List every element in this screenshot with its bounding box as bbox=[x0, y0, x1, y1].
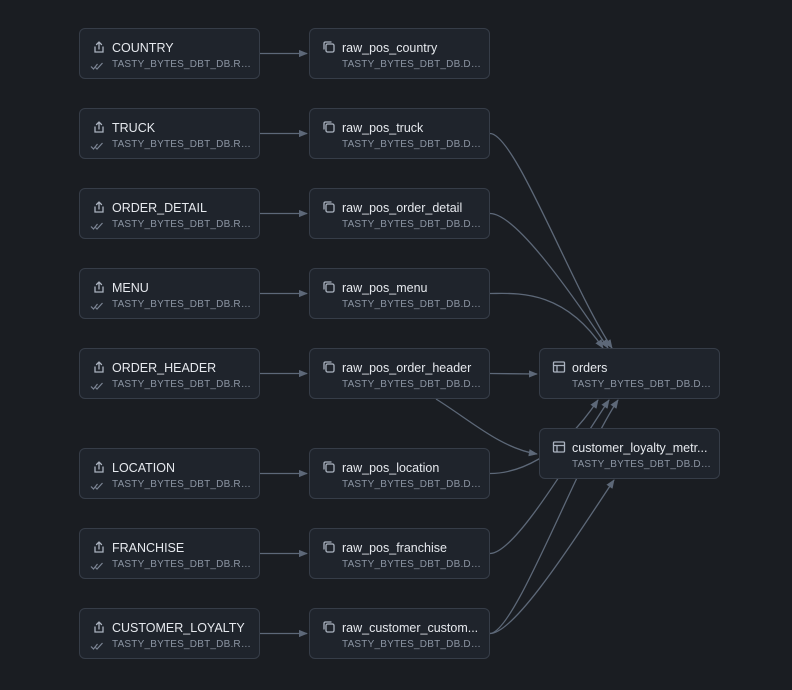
node-title: FRANCHISE bbox=[112, 541, 185, 555]
source-upload-icon bbox=[92, 120, 106, 134]
double-check-icon bbox=[90, 479, 104, 491]
node-database: TASTY_BYTES_DBT_DB.DEV bbox=[342, 59, 481, 70]
node-database: TASTY_BYTES_DBT_DB.RAW bbox=[112, 219, 251, 230]
model-copy-icon bbox=[322, 120, 336, 134]
source-node[interactable]: ORDER_HEADER TASTY_BYTES_DBT_DB.RAW bbox=[79, 348, 260, 399]
edge-staging-2-to-mart-0 bbox=[489, 212, 609, 349]
source-upload-icon bbox=[92, 40, 106, 54]
node-database: TASTY_BYTES_DBT_DB.RAW bbox=[112, 59, 251, 70]
edge-staging-1-to-mart-0 bbox=[489, 132, 613, 349]
edge-staging-7-to-mart-0 bbox=[489, 399, 619, 635]
source-upload-icon bbox=[92, 280, 106, 294]
node-title: raw_pos_menu bbox=[342, 281, 428, 295]
node-title: CUSTOMER_LOYALTY bbox=[112, 621, 245, 635]
node-title: raw_pos_order_header bbox=[342, 361, 472, 375]
node-title: COUNTRY bbox=[112, 41, 174, 55]
edge-staging-5-to-mart-0 bbox=[489, 399, 599, 475]
node-database: TASTY_BYTES_DBT_DB.DEV bbox=[572, 459, 711, 470]
source-upload-icon bbox=[92, 200, 106, 214]
model-copy-icon bbox=[322, 40, 336, 54]
source-node[interactable]: LOCATION TASTY_BYTES_DBT_DB.RAW bbox=[79, 448, 260, 499]
staging-node[interactable]: raw_customer_custom... TASTY_BYTES_DBT_DB… bbox=[309, 608, 490, 659]
model-copy-icon bbox=[322, 620, 336, 634]
node-database: TASTY_BYTES_DBT_DB.RAW bbox=[112, 479, 251, 490]
node-database: TASTY_BYTES_DBT_DB.DEV bbox=[342, 479, 481, 490]
source-upload-icon bbox=[92, 460, 106, 474]
node-database: TASTY_BYTES_DBT_DB.RAW bbox=[112, 559, 251, 570]
source-node[interactable]: TRUCK TASTY_BYTES_DBT_DB.RAW bbox=[79, 108, 260, 159]
node-database: TASTY_BYTES_DBT_DB.DEV bbox=[342, 639, 481, 650]
source-node[interactable]: FRANCHISE TASTY_BYTES_DBT_DB.RAW bbox=[79, 528, 260, 579]
node-database: TASTY_BYTES_DBT_DB.DEV bbox=[572, 379, 711, 390]
edge-staging-4-to-mart-0 bbox=[489, 370, 538, 378]
source-upload-icon bbox=[92, 620, 106, 634]
node-title: raw_pos_franchise bbox=[342, 541, 447, 555]
node-title: raw_pos_country bbox=[342, 41, 438, 55]
model-copy-icon bbox=[322, 200, 336, 214]
node-title: ORDER_HEADER bbox=[112, 361, 217, 375]
node-database: TASTY_BYTES_DBT_DB.DEV bbox=[342, 379, 481, 390]
node-database: TASTY_BYTES_DBT_DB.RAW bbox=[112, 139, 251, 150]
edge-staging-4-to-mart-1 bbox=[435, 398, 538, 457]
model-copy-icon bbox=[322, 280, 336, 294]
node-database: TASTY_BYTES_DBT_DB.RAW bbox=[112, 379, 251, 390]
model-copy-icon bbox=[322, 460, 336, 474]
node-title: MENU bbox=[112, 281, 149, 295]
double-check-icon bbox=[90, 219, 104, 231]
double-check-icon bbox=[90, 559, 104, 571]
mart-node[interactable]: customer_loyalty_metr... TASTY_BYTES_DBT_… bbox=[539, 428, 720, 479]
node-title: TRUCK bbox=[112, 121, 156, 135]
node-database: TASTY_BYTES_DBT_DB.RAW bbox=[112, 299, 251, 310]
node-title: raw_customer_custom... bbox=[342, 621, 479, 635]
node-title: LOCATION bbox=[112, 461, 175, 475]
node-title: customer_loyalty_metr... bbox=[572, 441, 708, 455]
model-copy-icon bbox=[322, 360, 336, 374]
node-title: raw_pos_location bbox=[342, 461, 440, 475]
edge-staging-6-to-mart-0 bbox=[489, 399, 610, 555]
source-node[interactable]: ORDER_DETAIL TASTY_BYTES_DBT_DB.RAW bbox=[79, 188, 260, 239]
source-node[interactable]: COUNTRY TASTY_BYTES_DBT_DB.RAW bbox=[79, 28, 260, 79]
edge-staging-7-to-mart-1 bbox=[489, 479, 615, 635]
source-node[interactable]: MENU TASTY_BYTES_DBT_DB.RAW bbox=[79, 268, 260, 319]
node-database: TASTY_BYTES_DBT_DB.DEV bbox=[342, 559, 481, 570]
model-copy-icon bbox=[322, 540, 336, 554]
node-title: raw_pos_truck bbox=[342, 121, 424, 135]
edge-staging-3-to-mart-0 bbox=[489, 292, 604, 349]
node-title: ORDER_DETAIL bbox=[112, 201, 207, 215]
source-node[interactable]: CUSTOMER_LOYALTY TASTY_BYTES_DBT_DB.RAW bbox=[79, 608, 260, 659]
double-check-icon bbox=[90, 379, 104, 391]
double-check-icon bbox=[90, 299, 104, 311]
source-upload-icon bbox=[92, 540, 106, 554]
double-check-icon bbox=[90, 139, 104, 151]
node-database: TASTY_BYTES_DBT_DB.DEV bbox=[342, 139, 481, 150]
node-title: orders bbox=[572, 361, 608, 375]
node-database: TASTY_BYTES_DBT_DB.DEV bbox=[342, 299, 481, 310]
double-check-icon bbox=[90, 639, 104, 651]
table-icon bbox=[552, 440, 566, 454]
double-check-icon bbox=[90, 59, 104, 71]
source-upload-icon bbox=[92, 360, 106, 374]
node-database: TASTY_BYTES_DBT_DB.RAW bbox=[112, 639, 251, 650]
node-title: raw_pos_order_detail bbox=[342, 201, 463, 215]
node-database: TASTY_BYTES_DBT_DB.DEV bbox=[342, 219, 481, 230]
table-icon bbox=[552, 360, 566, 374]
